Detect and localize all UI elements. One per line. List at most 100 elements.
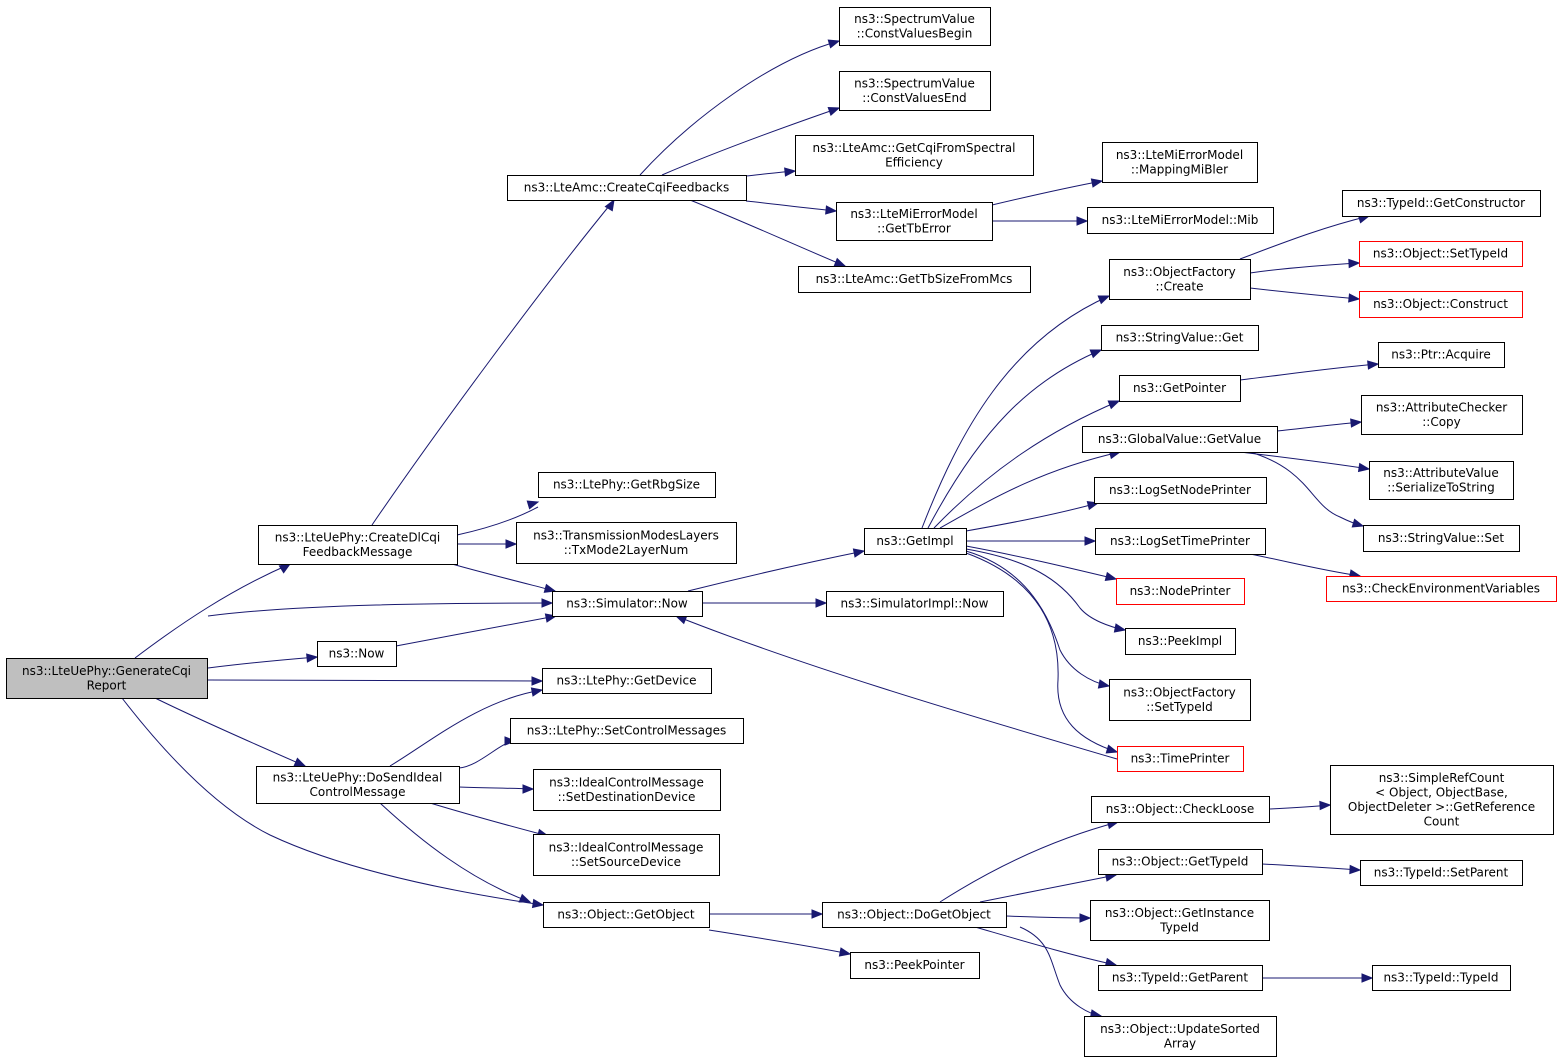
call-edge-line <box>451 563 556 592</box>
node-label: ns3::StringValue::Get <box>1116 331 1244 345</box>
node-box <box>1095 528 1266 555</box>
node-box <box>1109 679 1251 721</box>
function-node-mib[interactable]: ns3::LteMiErrorModel::Mib <box>1087 207 1274 234</box>
call-edge-line <box>687 550 865 592</box>
function-node-simple-ref[interactable]: ns3::SimpleRefCount< Object, ObjectBase,… <box>1330 765 1554 835</box>
node-label: ns3::LtePhy::GetDevice <box>557 674 697 688</box>
call-edge-line <box>933 400 1120 529</box>
function-node-sv-begin[interactable]: ns3::SpectrumValue::ConstValuesBegin <box>839 7 991 46</box>
function-node-get-rbg[interactable]: ns3::LtePhy::GetRbgSize <box>538 472 716 498</box>
arrowhead-icon <box>852 548 866 558</box>
arrowhead-icon <box>522 784 535 794</box>
node-box <box>798 266 1031 293</box>
function-node-check-loose[interactable]: ns3::Object::CheckLoose <box>1091 796 1270 823</box>
function-node-av-ser[interactable]: ns3::AttributeValue::SerializeToString <box>1369 461 1514 500</box>
call-edge <box>1276 418 1363 432</box>
call-edge <box>689 199 847 267</box>
function-node-now[interactable]: ns3::Now <box>317 641 397 667</box>
arrowhead-icon <box>825 205 838 215</box>
function-node-log-node[interactable]: ns3::LogSetNodePrinter <box>1094 477 1267 504</box>
arrowhead-icon <box>815 598 828 608</box>
function-node-sv-set[interactable]: ns3::StringValue::Set <box>1363 525 1520 552</box>
function-node-obj-get-type-id[interactable]: ns3::Object::GetTypeId <box>1098 849 1263 875</box>
function-node-peek-impl[interactable]: ns3::PeekImpl <box>1125 628 1236 655</box>
call-edge-line <box>207 679 543 682</box>
call-edge-line <box>456 506 539 536</box>
node-label: ::TxMode2LayerNum <box>564 543 689 557</box>
node-box <box>510 718 744 744</box>
call-edge-line <box>207 656 318 669</box>
function-node-get-pointer[interactable]: ns3::GetPointer <box>1119 375 1241 402</box>
function-node-obj-set-type-id[interactable]: ns3::Object::SetTypeId <box>1359 241 1523 267</box>
function-node-peek-pointer[interactable]: ns3::PeekPointer <box>850 952 980 979</box>
node-box <box>1084 1016 1277 1057</box>
function-node-mapping-mi-bler[interactable]: ns3::LteMiErrorModel::MappingMiBler <box>1102 142 1258 183</box>
node-label: ns3::ObjectFactory <box>1123 685 1236 699</box>
node-label: ns3::TimePrinter <box>1131 752 1230 766</box>
function-node-set-dest[interactable]: ns3::IdealControlMessage::SetDestination… <box>533 769 721 811</box>
node-label: ns3::TypeId::TypeId <box>1383 971 1498 985</box>
function-node-gv-get-value[interactable]: ns3::GlobalValue::GetValue <box>1082 426 1278 453</box>
function-node-log-time[interactable]: ns3::LogSetTimePrinter <box>1095 528 1266 555</box>
node-label: ns3::Object::DoGetObject <box>837 908 991 922</box>
function-node-sv-get[interactable]: ns3::StringValue::Get <box>1101 325 1259 351</box>
function-node-get-cqi-spec[interactable]: ns3::LteAmc::GetCqiFromSpectralEfficienc… <box>795 135 1034 176</box>
function-node-do-get-object[interactable]: ns3::Object::DoGetObject <box>822 902 1007 928</box>
node-box <box>1082 426 1278 453</box>
function-node-create-dl[interactable]: ns3::LteUePhy::CreateDlCqiFeedbackMessag… <box>258 525 458 565</box>
function-node-tx-mode[interactable]: ns3::TransmissionModesLayers::TxMode2Lay… <box>516 522 737 564</box>
function-node-tid-type-id[interactable]: ns3::TypeId::TypeId <box>1372 965 1511 991</box>
node-label: ns3::Object::Construct <box>1373 297 1508 311</box>
function-node-create-cqi[interactable]: ns3::LteAmc::CreateCqiFeedbacks <box>507 175 747 201</box>
function-node-set-src[interactable]: ns3::IdealControlMessage::SetSourceDevic… <box>533 834 720 876</box>
node-label: ns3::Now <box>329 647 385 661</box>
function-node-get-tb-error[interactable]: ns3::LteMiErrorModel::GetTbError <box>836 202 993 241</box>
function-node-check-env[interactable]: ns3::CheckEnvironmentVariables <box>1326 576 1557 602</box>
node-label: ObjectDeleter >::GetReference <box>1348 800 1535 814</box>
function-node-get-device[interactable]: ns3::LtePhy::GetDevice <box>542 668 712 694</box>
call-edge <box>207 676 544 686</box>
function-node-get-object[interactable]: ns3::Object::GetObject <box>543 902 710 928</box>
function-node-get-impl[interactable]: ns3::GetImpl <box>864 528 967 555</box>
call-edge-line <box>921 295 1110 529</box>
function-node-sv-end[interactable]: ns3::SpectrumValue::ConstValuesEnd <box>839 71 991 111</box>
function-node-get-tb-size[interactable]: ns3::LteAmc::GetTbSizeFromMcs <box>798 266 1031 293</box>
node-label: ns3::LogSetNodePrinter <box>1109 483 1251 497</box>
function-node-of-set-type-id[interactable]: ns3::ObjectFactory::SetTypeId <box>1109 679 1251 721</box>
function-node-obj-construct[interactable]: ns3::Object::Construct <box>1359 291 1523 318</box>
function-node-sim-impl-now[interactable]: ns3::SimulatorImpl::Now <box>826 591 1004 617</box>
function-node-ac-copy[interactable]: ns3::AttributeChecker::Copy <box>1361 395 1523 435</box>
function-node-sim-now[interactable]: ns3::Simulator::Now <box>552 591 703 617</box>
call-edge-line <box>927 349 1102 529</box>
node-box <box>1087 207 1274 234</box>
node-box <box>1361 395 1523 435</box>
function-node-tid-get-parent[interactable]: ns3::TypeId::GetParent <box>1098 965 1263 991</box>
node-label: ns3::ObjectFactory <box>1123 265 1236 279</box>
arrowhead-icon <box>1097 295 1111 305</box>
function-node-ptr-acquire[interactable]: ns3::Ptr::Acquire <box>1378 342 1505 368</box>
node-box <box>1369 461 1514 500</box>
node-box <box>533 769 721 811</box>
node-box <box>6 658 208 699</box>
node-label: ns3::PeekPointer <box>864 958 964 972</box>
node-box <box>822 902 1007 928</box>
function-node-set-ctrl[interactable]: ns3::LtePhy::SetControlMessages <box>510 718 744 744</box>
function-node-get-ctor[interactable]: ns3::TypeId::GetConstructor <box>1342 190 1541 217</box>
arrowhead-icon <box>278 563 292 574</box>
function-node-time-printer[interactable]: ns3::TimePrinter <box>1117 746 1244 772</box>
function-node-tid-set-parent[interactable]: ns3::TypeId::SetParent <box>1360 860 1523 886</box>
node-label: ::ConstValuesBegin <box>857 26 973 40</box>
node-label: ns3::Simulator::Now <box>566 597 688 611</box>
call-edge-line <box>1276 421 1362 432</box>
node-label: ns3::LteAmc::GetTbSizeFromMcs <box>816 272 1013 286</box>
node-box <box>1359 241 1523 267</box>
call-edge-line <box>661 107 840 176</box>
call-edge <box>1249 553 1362 579</box>
call-edge <box>979 872 1118 903</box>
function-node-of-create[interactable]: ns3::ObjectFactory::Create <box>1109 259 1251 300</box>
function-node-node-printer[interactable]: ns3::NodePrinter <box>1116 578 1245 605</box>
